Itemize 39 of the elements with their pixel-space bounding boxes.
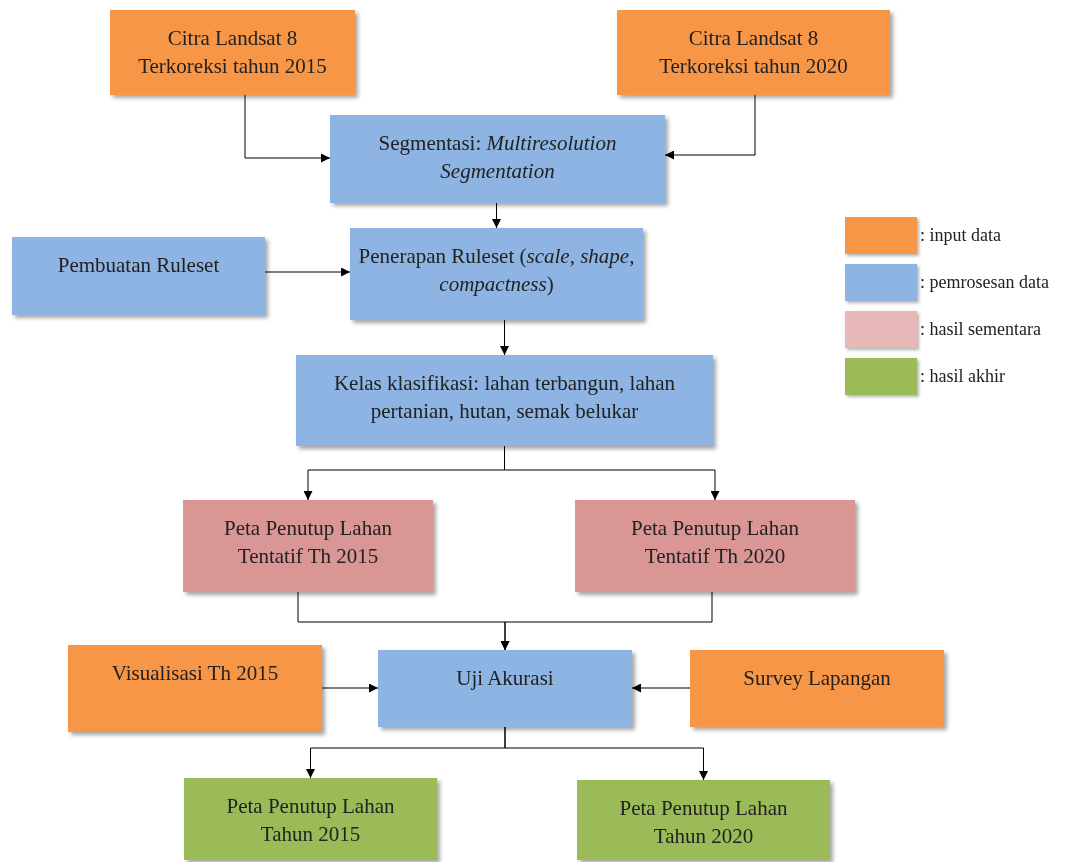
- process-box: [330, 115, 665, 203]
- arrow: [264, 267, 351, 277]
- box-label: Peta Penutup Lahan Tentatif Th 2020: [630, 515, 800, 570]
- arrow: [631, 683, 691, 693]
- process-box: [68, 645, 322, 732]
- process-box: [617, 10, 890, 95]
- legend-label: : pemrosesan data: [920, 271, 1049, 294]
- legend-label: : input data: [920, 224, 1001, 247]
- box-label: Uji Akurasi: [456, 665, 554, 692]
- process-box: [378, 650, 632, 727]
- arrow: [321, 683, 379, 693]
- arrow: [244, 94, 331, 163]
- box-label: Penerapan Ruleset (scale, shape, compactness): [358, 243, 635, 298]
- box-label: Pembuatan Ruleset: [57, 252, 220, 279]
- process-box: [296, 355, 713, 446]
- arrow: [664, 94, 756, 160]
- box-label: Citra Landsat 8 Terkoreksi tahun 2020: [658, 25, 849, 80]
- process-box: [690, 650, 944, 727]
- arrow: [492, 202, 501, 229]
- box-label: Peta Penutup Lahan Tahun 2020: [618, 795, 789, 850]
- legend-label: : hasil akhir: [920, 365, 1005, 388]
- process-box: [350, 228, 643, 320]
- box-label: Peta Penutup Lahan Tentatif Th 2015: [223, 515, 393, 570]
- box-label: Citra Landsat 8 Terkoreksi tahun 2015: [137, 25, 328, 80]
- box-label: Survey Lapangan: [743, 665, 891, 692]
- process-box: [575, 500, 855, 592]
- arrow: [500, 319, 509, 356]
- legend-label: : hasil sementara: [920, 318, 1041, 341]
- box-label: Visualisasi Th 2015: [111, 660, 279, 687]
- arrow: [504, 726, 708, 781]
- box-label: Kelas klasifikasi: lahan terbangun, lahan pertanian, hutan, semak belukar: [332, 370, 677, 425]
- arrow: [500, 591, 713, 651]
- process-box: [12, 237, 265, 315]
- process-box: [183, 500, 433, 592]
- process-box: [577, 780, 830, 860]
- box-label: Segmentasi: Multiresolution Segmentation: [377, 130, 618, 185]
- process-box: [184, 778, 437, 860]
- box-label: Peta Penutup Lahan Tahun 2015: [225, 793, 396, 848]
- process-box: [110, 10, 355, 95]
